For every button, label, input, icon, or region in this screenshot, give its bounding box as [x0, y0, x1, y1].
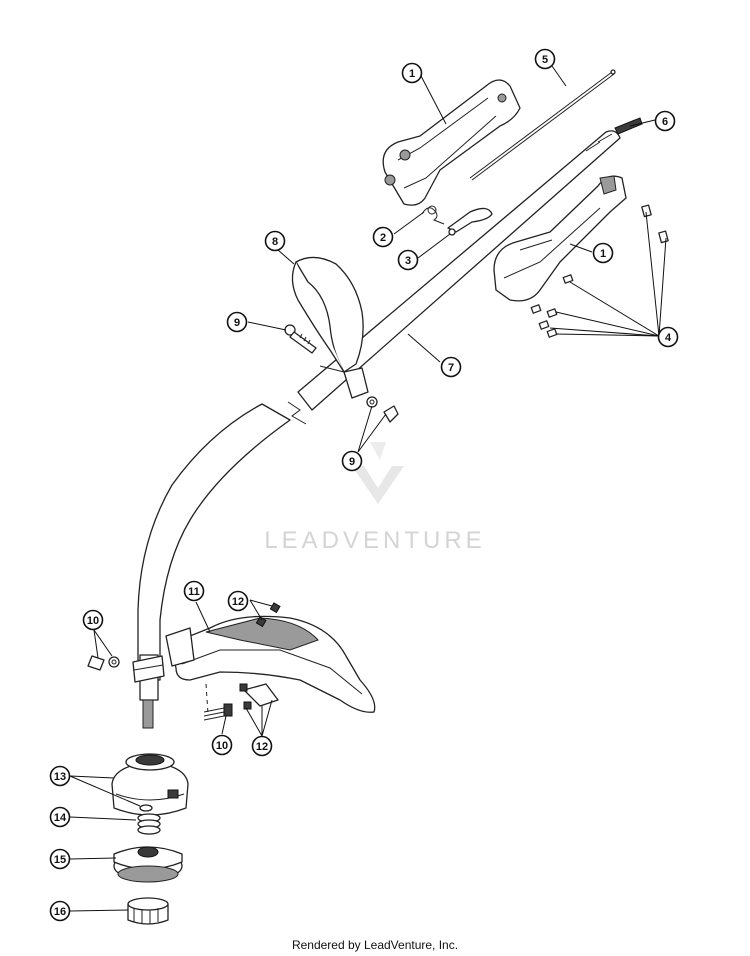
- svg-text:9: 9: [349, 456, 355, 468]
- bump-knob: [127, 897, 169, 925]
- callout-1b: 1: [592, 242, 614, 264]
- svg-text:1: 1: [600, 248, 606, 260]
- callout-4: 4: [657, 326, 679, 348]
- svg-text:8: 8: [272, 236, 278, 248]
- guard-top-screws: [255, 602, 281, 628]
- callout-10a: 10: [82, 609, 104, 631]
- svg-text:4: 4: [665, 332, 672, 344]
- callout-10b: 10: [211, 734, 233, 756]
- shaft-clamp: [132, 655, 165, 683]
- callout-12a: 12: [227, 590, 249, 612]
- head-washer: [139, 804, 153, 812]
- svg-text:5: 5: [542, 54, 548, 66]
- assist-handle-washer-nut: [366, 396, 399, 423]
- footer-credit: Rendered by LeadVenture, Inc.: [291, 938, 459, 952]
- callout-2: 2: [372, 226, 394, 248]
- guard-bracket-bolt: [203, 703, 233, 721]
- callout-9b: 9: [341, 450, 363, 472]
- svg-text:15: 15: [54, 854, 66, 866]
- callout-9a: 9: [226, 311, 248, 333]
- trimmer-guard: [165, 615, 376, 713]
- trigger-spring: [421, 205, 445, 225]
- assembly-dashed-line: [205, 683, 209, 715]
- svg-text:7: 7: [448, 362, 454, 374]
- callout-11: 11: [183, 580, 205, 602]
- callout-5: 5: [534, 48, 556, 70]
- assist-handle-bolt: [284, 324, 317, 354]
- svg-text:11: 11: [188, 586, 200, 598]
- svg-text:14: 14: [54, 812, 67, 824]
- leader-lines: [69, 65, 667, 912]
- throttle-trigger: [447, 207, 493, 236]
- throttle-cable: [469, 69, 616, 181]
- svg-text:1: 1: [409, 68, 415, 80]
- callout-6: 6: [654, 110, 676, 132]
- handle-half-upper: [382, 79, 521, 206]
- svg-text:13: 13: [54, 771, 66, 783]
- handle-screws: [530, 204, 669, 338]
- upper-shaft: [297, 130, 621, 411]
- svg-text:3: 3: [405, 255, 411, 267]
- callout-3: 3: [397, 249, 419, 271]
- clamp-wing-nut: [87, 655, 120, 671]
- callout-15: 15: [49, 848, 71, 870]
- callout-13: 13: [49, 765, 71, 787]
- svg-text:6: 6: [662, 116, 668, 128]
- handle-half-lower: [493, 175, 627, 302]
- callout-12b: 12: [251, 735, 273, 757]
- svg-text:16: 16: [54, 906, 66, 918]
- shaft-break: [287, 401, 307, 425]
- watermark-text: LEADVENTURE: [264, 527, 486, 554]
- callout-7: 7: [440, 356, 462, 378]
- svg-text:10: 10: [216, 740, 228, 752]
- guard-bracket: [239, 683, 279, 710]
- svg-text:12: 12: [256, 741, 268, 753]
- svg-text:9: 9: [234, 317, 240, 329]
- head-spring: [137, 813, 161, 835]
- callout-14: 14: [49, 806, 71, 828]
- svg-text:12: 12: [232, 596, 244, 608]
- assist-handle: [291, 256, 369, 399]
- callout-1a: 1: [401, 62, 423, 84]
- svg-text:10: 10: [87, 615, 99, 627]
- watermark-logo-icon: [352, 442, 404, 504]
- callout-8: 8: [264, 230, 286, 252]
- line-spool: [113, 846, 183, 883]
- shaft-end-fitting: [614, 117, 643, 135]
- callout-16: 16: [49, 900, 71, 922]
- svg-text:2: 2: [380, 232, 386, 244]
